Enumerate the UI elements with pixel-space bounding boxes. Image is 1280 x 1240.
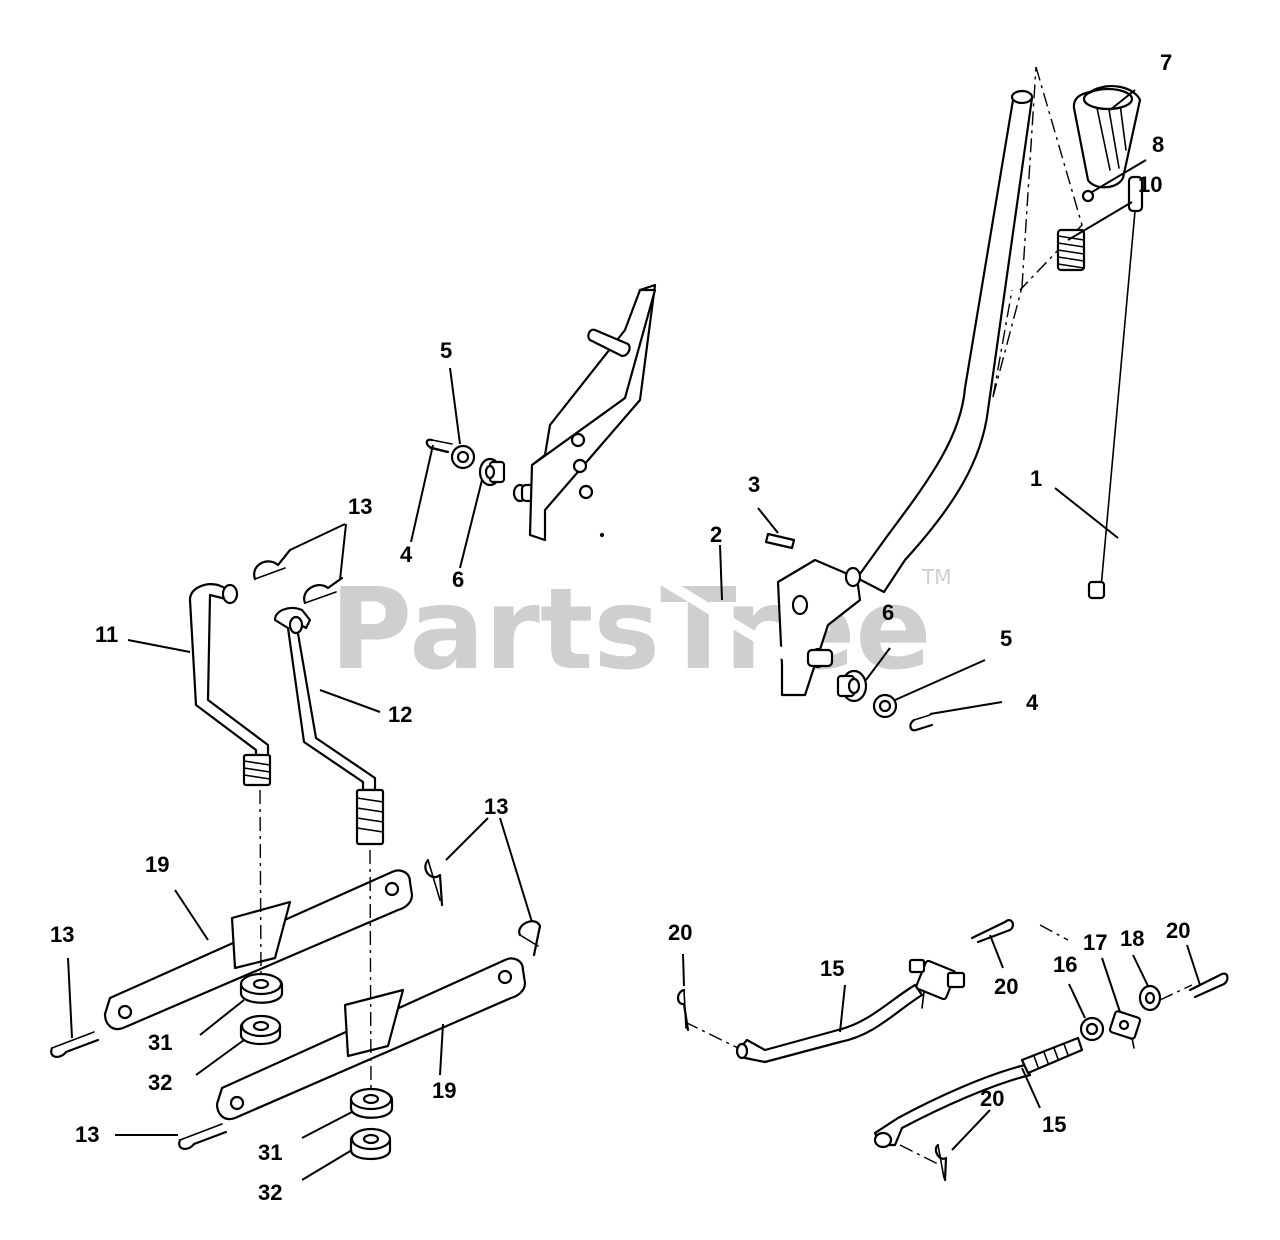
part-5-washer-right[interactable] xyxy=(872,693,898,719)
part-13-hairpin-top-a[interactable] xyxy=(253,548,292,581)
part-15-adjust-rod-lower[interactable] xyxy=(873,1036,1084,1149)
part-20-hairpin-bottom[interactable] xyxy=(934,1143,948,1182)
callout-20-upper: 20 xyxy=(994,974,1018,999)
assembly-centerlines xyxy=(259,789,1193,1166)
callout-2: 2 xyxy=(710,522,722,547)
callout-15-upper: 15 xyxy=(820,956,844,981)
part-32-nut-lower[interactable] xyxy=(349,1127,392,1161)
part-32-nut-upper[interactable] xyxy=(239,1014,282,1046)
part-20-hairpin-right[interactable] xyxy=(1188,972,1229,999)
callout-11: 11 xyxy=(95,622,118,647)
part-16-jam-nut[interactable] xyxy=(1079,1016,1105,1042)
part-18-ferrule[interactable] xyxy=(1138,984,1162,1012)
part-15-adjust-rod-upper[interactable] xyxy=(735,983,924,1064)
watermark-trademark: TM xyxy=(921,565,951,589)
callout-32-upper: 32 xyxy=(148,1070,172,1095)
callout-labels: 1 2 3 4 4 5 5 6 6 7 8 10 11 12 13 13 13 … xyxy=(50,50,1190,1205)
part-13-hairpin-mid-a[interactable] xyxy=(424,858,444,907)
callout-4-left: 4 xyxy=(400,542,413,567)
part-13-hairpin-left[interactable] xyxy=(50,1031,100,1058)
callout-32-lower: 32 xyxy=(258,1180,282,1205)
callout-5-right: 5 xyxy=(1000,626,1012,651)
part-4-hairpin-right[interactable] xyxy=(909,714,934,732)
part-20-hairpin-upper[interactable] xyxy=(970,919,1014,944)
part-4-hairpin-left[interactable] xyxy=(425,438,453,454)
callout-6-left: 6 xyxy=(452,567,464,592)
dash-boundary-handle xyxy=(992,66,1083,398)
callout-1: 1 xyxy=(1030,466,1042,491)
part-10-spring[interactable] xyxy=(1056,228,1086,272)
part-31-bushing-upper[interactable] xyxy=(239,972,284,1004)
callout-4-right: 4 xyxy=(1026,690,1039,715)
leader-lines xyxy=(67,89,1201,1181)
callout-7: 7 xyxy=(1160,50,1172,75)
callout-3: 3 xyxy=(748,472,760,497)
callout-31-upper: 31 xyxy=(148,1030,172,1055)
part-17-trunnion[interactable] xyxy=(1108,1010,1142,1049)
callout-19-lower: 19 xyxy=(432,1078,456,1103)
callout-13-mid: 13 xyxy=(484,794,508,819)
callout-6-right: 6 xyxy=(882,600,894,625)
callout-31-lower: 31 xyxy=(258,1140,282,1165)
callout-18: 18 xyxy=(1120,926,1144,951)
callout-12: 12 xyxy=(388,702,412,727)
callout-20-right: 20 xyxy=(1166,918,1190,943)
part-12-lift-link[interactable] xyxy=(273,606,385,846)
part-8-detent[interactable] xyxy=(1081,189,1095,203)
part-13-hairpin-top-b[interactable] xyxy=(303,576,344,605)
callout-13-bottom: 13 xyxy=(75,1122,99,1147)
part-19-lift-arm-lower[interactable] xyxy=(215,957,527,1121)
trunnion-upper[interactable] xyxy=(908,958,966,1009)
callout-13-left: 13 xyxy=(50,922,74,947)
callout-20-bottom: 20 xyxy=(980,1086,1004,1111)
callout-13-top: 13 xyxy=(348,494,372,519)
callout-20-left: 20 xyxy=(668,920,692,945)
part-13-hairpin-bottom[interactable] xyxy=(178,1123,228,1150)
callout-8: 8 xyxy=(1152,132,1164,157)
callout-16: 16 xyxy=(1053,952,1077,977)
callout-19-upper: 19 xyxy=(145,852,169,877)
part-11-lift-link[interactable] xyxy=(188,583,272,787)
part-31-bushing-lower[interactable] xyxy=(349,1087,394,1119)
part-7-handle-grip[interactable] xyxy=(1072,84,1142,189)
part-3-key[interactable] xyxy=(764,532,796,550)
callout-17: 17 xyxy=(1083,930,1107,955)
bracket-plate[interactable] xyxy=(528,283,657,542)
part-20-hairpin-left[interactable] xyxy=(676,988,690,1032)
part-6-bushing-right[interactable] xyxy=(836,669,868,703)
callout-15-lower: 15 xyxy=(1042,1112,1066,1137)
part-6-bushing-left[interactable] xyxy=(478,457,506,487)
callout-10: 10 xyxy=(1138,172,1162,197)
part-1-lift-rod[interactable] xyxy=(1087,175,1144,600)
lift-lever[interactable] xyxy=(776,89,1034,697)
part-13-hairpin-mid-b[interactable] xyxy=(518,920,542,957)
callout-5-left: 5 xyxy=(440,338,452,363)
part-5-washer-left[interactable] xyxy=(450,444,476,470)
